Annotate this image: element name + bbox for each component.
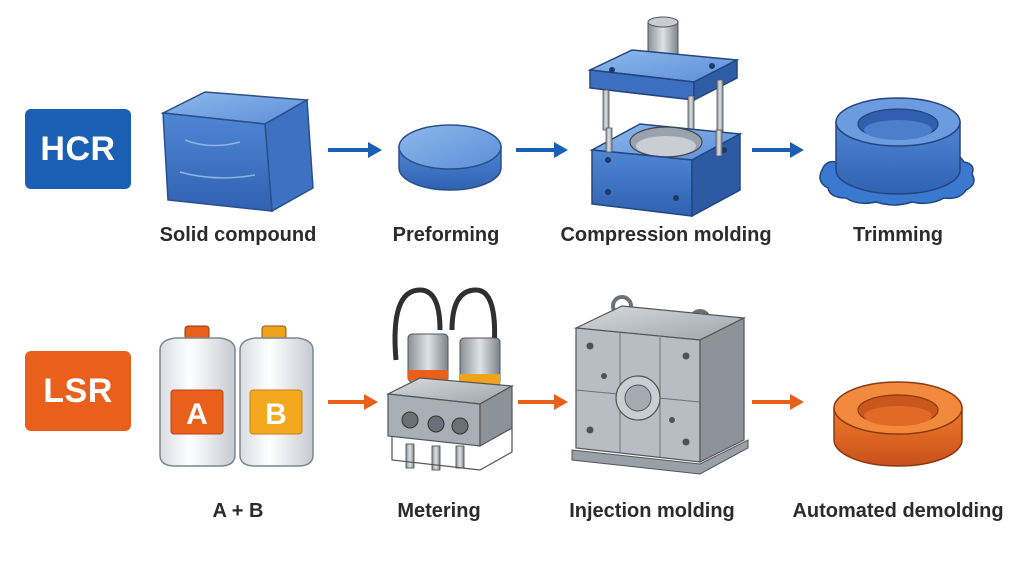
lsr-arrow-2 xyxy=(518,394,568,410)
metering-unit-icon xyxy=(385,287,514,471)
lsr-badge: LSR xyxy=(25,351,131,431)
hcr-arrow-1 xyxy=(328,142,382,158)
caption-preforming: Preforming xyxy=(392,224,500,246)
caption-metering: Metering xyxy=(397,500,481,522)
hcr-arrow-2 xyxy=(516,142,568,158)
caption-trimming: Trimming xyxy=(852,224,944,246)
caption-injection-molding: Injection molding xyxy=(569,500,735,522)
lsr-arrow-3 xyxy=(752,394,804,410)
caption-automated-demolding: Automated demolding xyxy=(792,500,1004,522)
solid-compound-block-icon xyxy=(160,91,314,213)
trimmed-ring-icon xyxy=(819,97,975,206)
preform-disc-icon xyxy=(398,124,502,191)
ab-containers-icon: A B xyxy=(159,325,314,467)
lsr-arrow-1 xyxy=(328,394,378,410)
injection-mold-icon xyxy=(571,295,749,475)
container-b: B xyxy=(239,325,314,467)
caption-solid-compound: Solid compound xyxy=(159,224,317,246)
caption-compression-molding: Compression molding xyxy=(560,224,772,246)
hcr-arrow-3 xyxy=(752,142,804,158)
compression-mold-icon xyxy=(587,16,743,218)
container-a-label: A xyxy=(186,398,208,431)
demolded-ring-icon xyxy=(833,381,963,467)
hcr-badge: HCR xyxy=(25,109,131,189)
caption-a-plus-b: A + B xyxy=(212,500,264,522)
container-a: A xyxy=(159,325,236,467)
container-b-label: B xyxy=(265,398,287,431)
